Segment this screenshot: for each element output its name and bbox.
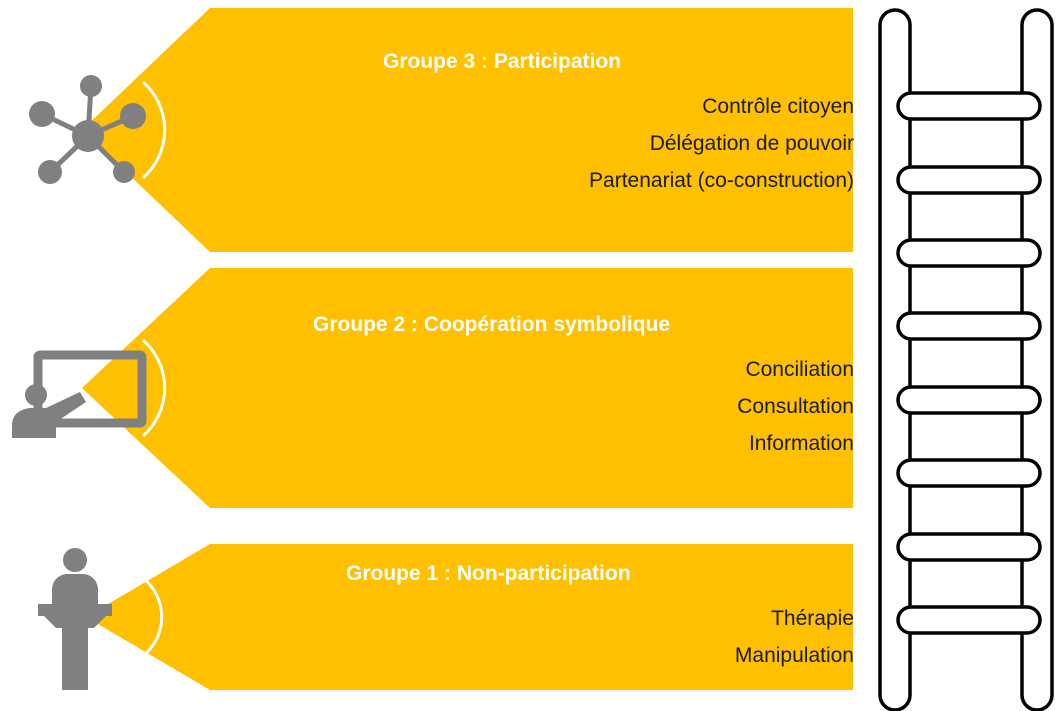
list-item: Conciliation bbox=[745, 358, 854, 381]
list-item: Délégation de pouvoir bbox=[649, 132, 854, 155]
presenter-board-icon bbox=[12, 350, 147, 438]
list-item: Consultation bbox=[737, 395, 854, 418]
group-3-panel bbox=[82, 8, 853, 252]
list-item: Partenariat (co-construction) bbox=[589, 169, 854, 192]
list-item: Contrôle citoyen bbox=[702, 95, 854, 118]
network-hub-icon bbox=[29, 75, 146, 184]
group-3-items: Contrôle citoyen Délégation de pouvoir P… bbox=[589, 88, 854, 199]
list-item: Manipulation bbox=[734, 644, 854, 667]
group-1-title: Groupe 1 : Non-participation bbox=[346, 562, 631, 585]
group-1-panel bbox=[86, 544, 853, 690]
group-2-items: Conciliation Consultation Information bbox=[737, 351, 854, 462]
ladder-icon bbox=[878, 8, 1054, 711]
list-item: Thérapie bbox=[771, 607, 854, 630]
group-1-items: Thérapie Manipulation bbox=[735, 600, 854, 674]
speaker-podium-icon bbox=[38, 548, 112, 690]
group-2-title: Groupe 2 : Coopération symbolique bbox=[313, 313, 671, 336]
group-3-title: Groupe 3 : Participation bbox=[383, 50, 622, 73]
group-2-panel bbox=[82, 268, 853, 508]
list-item: Information bbox=[748, 432, 854, 455]
